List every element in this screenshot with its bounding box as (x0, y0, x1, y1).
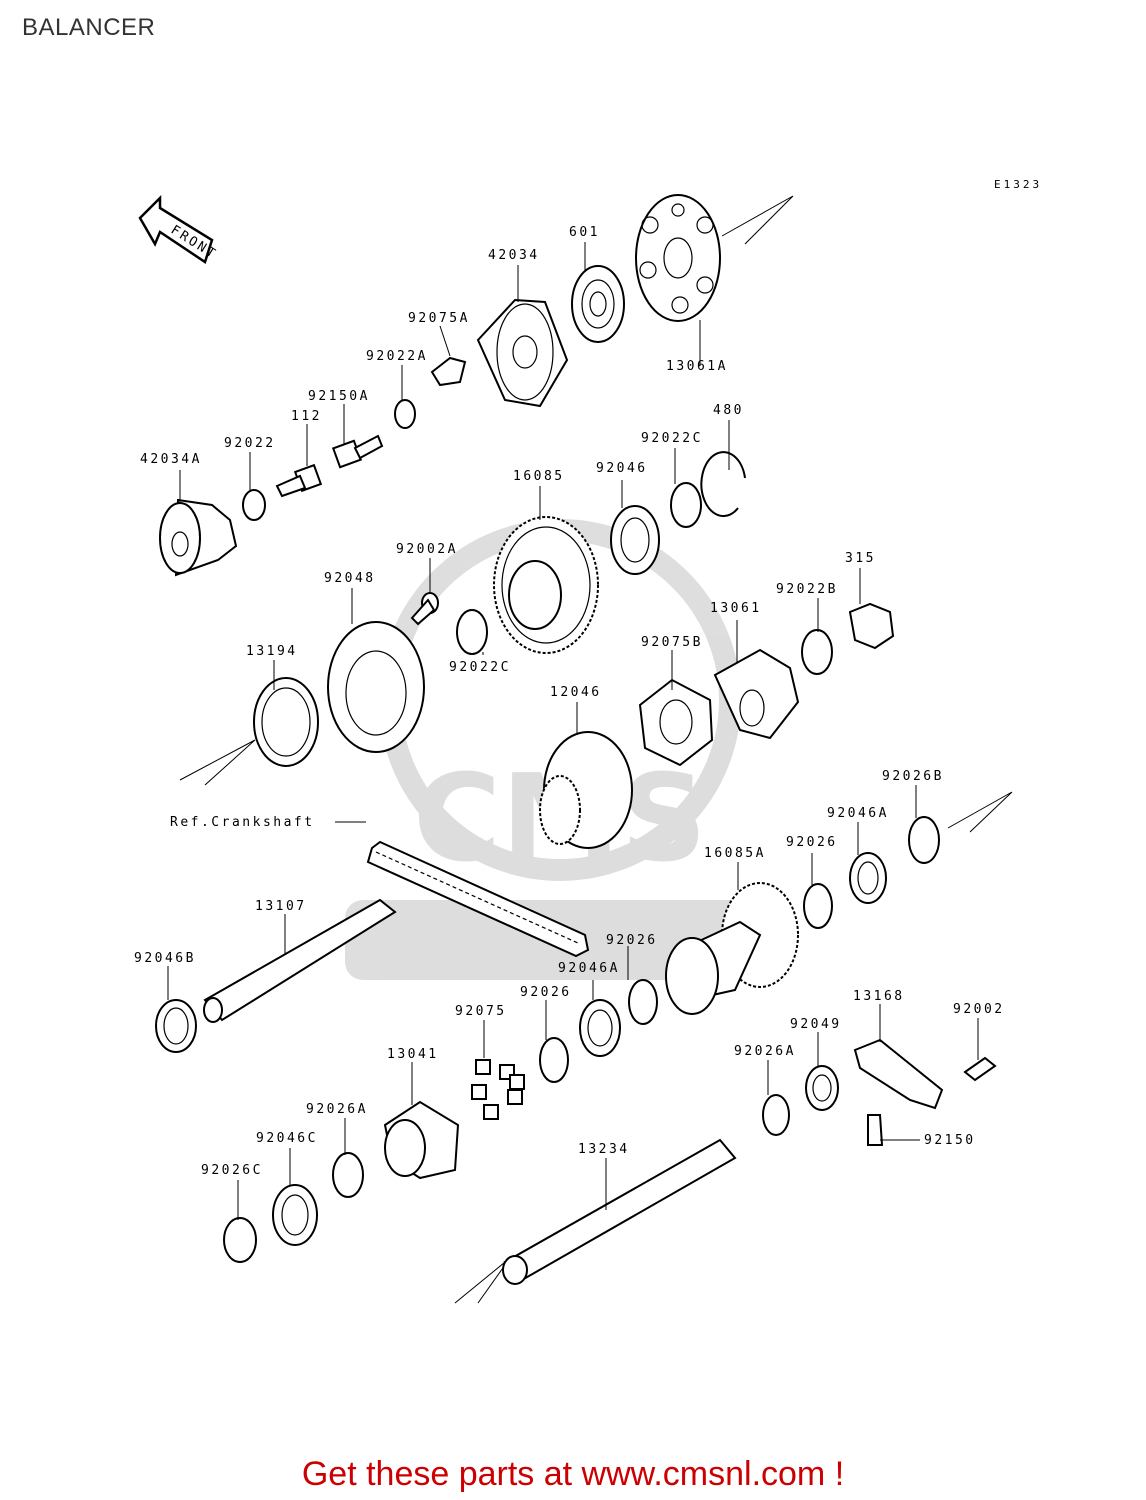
label-13168: 13168 (853, 989, 905, 1004)
front-arrow-icon: FRONT (138, 194, 220, 264)
label-16085a: 16085A (704, 846, 766, 861)
balancer-plate-13061a (635, 194, 721, 322)
label-601: 601 (569, 225, 600, 240)
label-92022b: 92022B (776, 582, 838, 597)
screw-92002 (963, 1056, 997, 1082)
label-92075a: 92075A (408, 311, 470, 326)
chain (366, 840, 590, 958)
washer-92026b (908, 816, 940, 864)
label-42034a: 42034A (140, 452, 202, 467)
label-315: 315 (845, 551, 876, 566)
screw-92002a (410, 592, 439, 626)
label-92022c: 92022C (641, 431, 703, 446)
label-92046a-2: 92046A (558, 961, 620, 976)
bearing-601 (571, 265, 625, 343)
label-13234: 13234 (578, 1142, 630, 1157)
label-92022: 92022 (224, 436, 276, 451)
diagram-code: E1323 (994, 178, 1043, 191)
label-92026-3: 92026 (520, 985, 572, 1000)
seal-92049 (805, 1065, 839, 1111)
label-92026: 92026 (786, 835, 838, 850)
dampers-92075 (471, 1059, 525, 1120)
label-92022c-2: 92022C (449, 660, 511, 675)
hub-13061 (713, 648, 800, 740)
label-92046: 92046 (596, 461, 648, 476)
label-92026c: 92026C (201, 1163, 263, 1178)
label-480: 480 (713, 403, 744, 418)
label-13061a: 13061A (666, 359, 728, 374)
label-13061: 13061 (710, 601, 762, 616)
washer-92022a (394, 399, 416, 429)
label-92026b: 92026B (882, 769, 944, 784)
plate-92048 (327, 621, 425, 753)
housing-42034 (476, 298, 569, 408)
footer-link[interactable]: Get these parts at www.cmsnl.com ! (301, 1455, 845, 1493)
label-16085: 16085 (513, 469, 565, 484)
label-12046: 12046 (550, 685, 602, 700)
page-title: BALANCER (22, 14, 156, 41)
label-92046b: 92046B (134, 951, 196, 966)
seal-92046b (155, 999, 197, 1053)
label-92150: 92150 (924, 1133, 976, 1148)
sprocket-12046 (539, 731, 633, 849)
gear-16085 (493, 516, 599, 654)
washer-92026c (223, 1217, 257, 1263)
label-92022a: 92022A (366, 349, 428, 364)
label-92026a: 92026A (734, 1044, 796, 1059)
damper-92075a (430, 356, 467, 387)
label-ref-crankshaft: Ref.Crankshaft (170, 815, 315, 830)
label-13194: 13194 (246, 644, 298, 659)
leader-lines (167, 242, 979, 1220)
shim-92022c-2 (456, 609, 488, 655)
hub-13041 (383, 1100, 460, 1180)
shaft-13234 (502, 1138, 737, 1285)
needle-bearing-92046a-2 (579, 999, 621, 1057)
label-92048: 92048 (324, 571, 376, 586)
label-13041: 13041 (387, 1047, 439, 1062)
bolt-92150a (331, 434, 384, 469)
label-92150a: 92150A (308, 389, 370, 404)
label-92075b: 92075B (641, 635, 703, 650)
shim-92022c (670, 482, 702, 528)
nut-315 (848, 602, 895, 650)
label-92002: 92002 (953, 1002, 1005, 1017)
bolt-92150 (867, 1114, 884, 1146)
hub-42034a (159, 498, 238, 577)
bolt-112 (275, 463, 323, 498)
washer-92022 (242, 489, 266, 521)
washer-92026a-2 (762, 1094, 790, 1136)
washer-92026a (332, 1152, 364, 1198)
washer-92026 (803, 883, 833, 929)
shim-92022b (801, 629, 833, 675)
washer-92026-3 (539, 1037, 569, 1083)
circlip-480 (700, 451, 746, 518)
label-92046c: 92046C (256, 1131, 318, 1146)
label-112: 112 (291, 409, 322, 424)
label-92026a-2: 92026A (306, 1102, 368, 1117)
washer-92026-2 (628, 979, 658, 1025)
part-labels: 601 42034 92075A 92022A 13061A 92150A 11… (134, 225, 1005, 1178)
label-92049: 92049 (790, 1017, 842, 1032)
seal-13194 (253, 677, 319, 767)
label-92002a: 92002A (396, 542, 458, 557)
label-42034: 42034 (488, 248, 540, 263)
label-92075: 92075 (455, 1004, 507, 1019)
label-92046a: 92046A (827, 806, 889, 821)
needle-bearing-92046 (610, 505, 660, 575)
label-13107: 13107 (255, 899, 307, 914)
gear-16085a (665, 882, 799, 1015)
label-92026-2: 92026 (606, 933, 658, 948)
needle-bearing-92046a (849, 852, 887, 904)
lever-13168 (853, 1038, 944, 1110)
shaft-13107 (203, 898, 397, 1023)
needle-bearing-92046c (272, 1184, 318, 1246)
